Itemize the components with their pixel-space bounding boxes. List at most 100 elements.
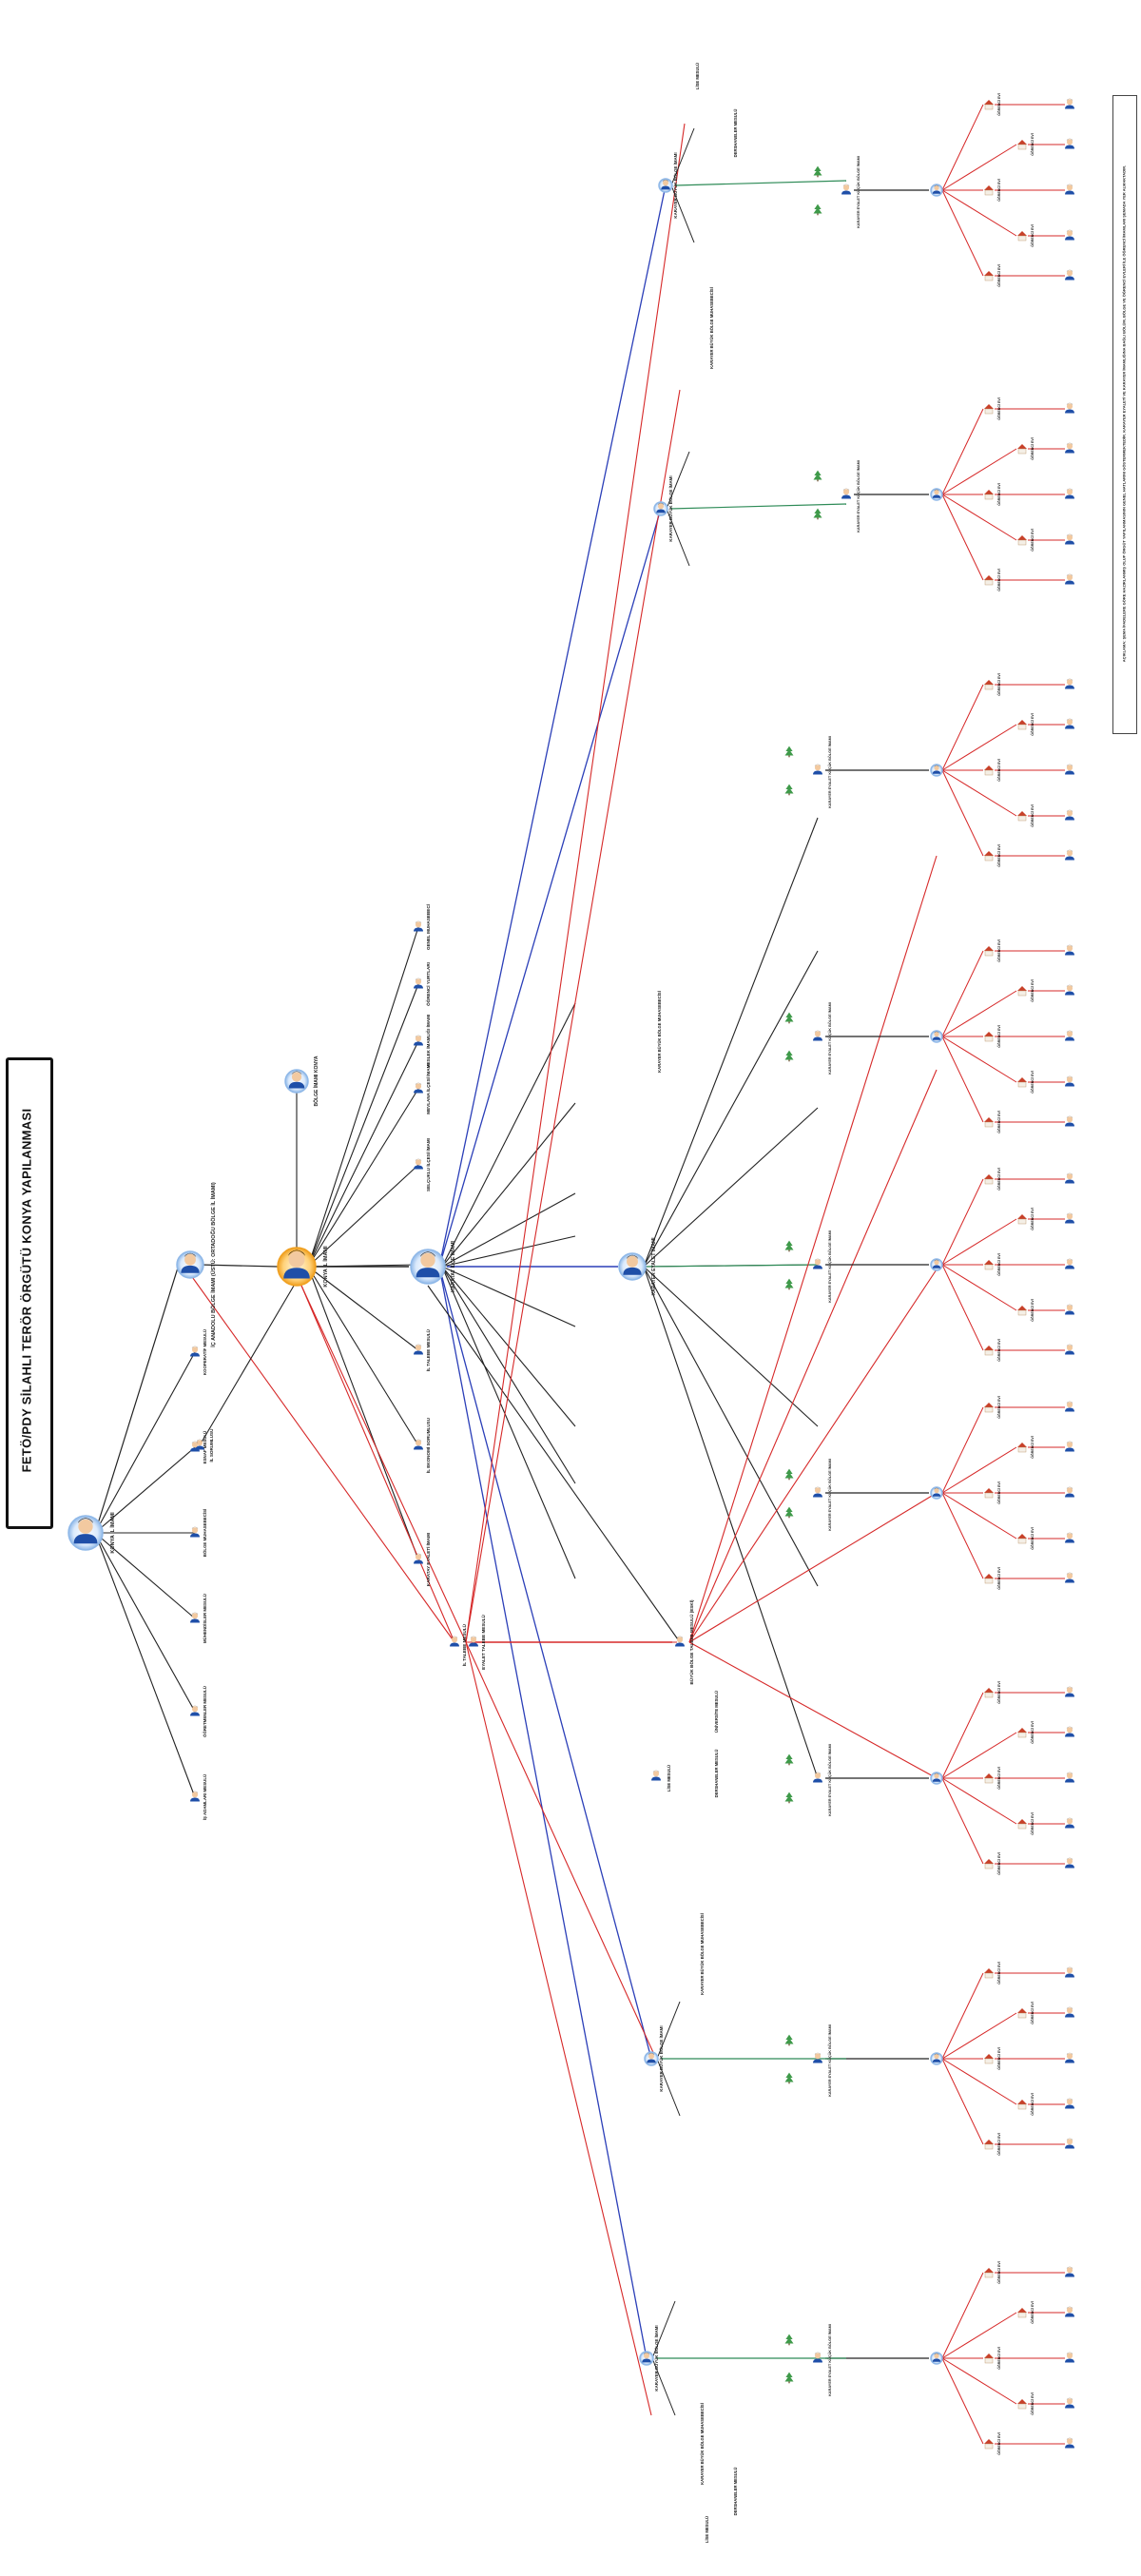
student-house-label: ÖĞRENCİ EVİ	[1030, 437, 1035, 460]
sohbet-tree-icon	[784, 2034, 794, 2046]
branch-imam-icon	[414, 1344, 423, 1355]
buyuk-bolge-red-line	[688, 1069, 938, 1643]
top-branch-label: GENEL MUHASEBECİ	[425, 904, 431, 950]
student-house-icon	[1016, 2099, 1028, 2110]
house-link-line	[941, 1264, 984, 1351]
kucuk-bolge-label: KARAYER EYALET KÜÇÜK BÖLGE İMAMI	[856, 156, 861, 228]
student-house-icon	[983, 2267, 995, 2278]
eyalet-branch-line	[643, 1266, 819, 1779]
student-house-label: ÖĞRENCİ EVİ	[1030, 1208, 1035, 1230]
student-house-icon	[1016, 2007, 1028, 2019]
karayer-eyalet-label: KARAYER EYALET İMAMI	[650, 1237, 657, 1296]
student-house-icon	[983, 489, 995, 500]
left-branch-icon	[190, 1346, 200, 1357]
karayer-bolge-label: KARAYER BÜYÜK BÖLGE İMAMI	[668, 475, 673, 541]
karatay-branch-line	[441, 1266, 576, 1484]
left-branch-line	[94, 1446, 196, 1534]
kucuk-bolge-label: KARAYER EYALET KÜÇÜK BÖLGE İMAMI	[856, 460, 861, 533]
branch-imam-icon	[414, 1082, 423, 1094]
student-house-icon	[983, 184, 995, 196]
student-imam-icon	[1065, 229, 1074, 241]
region-fan-line	[651, 2357, 676, 2416]
student-imam-icon	[1065, 944, 1074, 956]
konya-branch-line	[307, 1164, 419, 1268]
karayer-bolge-icon	[644, 2051, 659, 2066]
student-imam-icon	[1065, 2052, 1074, 2063]
student-house-icon	[1016, 2307, 1028, 2318]
bolge-imami-icon	[284, 1069, 309, 1094]
title-box	[6, 1057, 53, 1529]
lise-mesul-label: LİSE MESULÜ	[705, 2516, 709, 2543]
house-link-line	[941, 189, 1017, 237]
student-imam-icon	[1065, 1075, 1074, 1087]
house-link-line	[941, 1777, 1017, 1825]
buyuk-bolge-red-line	[688, 1492, 938, 1643]
kucuk-bolge-label: KARAYER EYALET KÜÇÜK BÖLGE İMAMI	[827, 1459, 832, 1531]
student-house-label: ÖĞRENCİ EVİ	[1030, 713, 1035, 736]
branch-imam-icon	[414, 920, 423, 932]
student-imam-icon	[1065, 678, 1074, 689]
house-imam-icon	[930, 2052, 943, 2065]
bolge-label: BÖLGE İMAMI KONYA	[313, 1056, 319, 1106]
student-house-icon	[983, 1573, 995, 1584]
student-house-label: ÖĞRENCİ EVİ	[996, 1396, 1001, 1419]
student-house-label: ÖĞRENCİ EVİ	[996, 2133, 1001, 2156]
region-fan-line	[651, 2300, 676, 2359]
sohbet-tree-icon	[784, 1506, 794, 1519]
karatay-to-bolge-line	[438, 184, 667, 1268]
house-link-line	[941, 2058, 1017, 2105]
eyalet-branch-line	[643, 817, 819, 1268]
student-imam-icon	[1065, 2397, 1074, 2409]
student-house-label: ÖĞRENCİ EVİ	[996, 1681, 1001, 1704]
student-house-label: ÖĞRENCİ EVİ	[996, 844, 1001, 867]
student-imam-icon	[1065, 2138, 1074, 2149]
student-house-icon	[983, 945, 995, 957]
branch-imam-icon	[414, 1158, 423, 1170]
student-house-label: ÖĞRENCİ EVİ	[996, 759, 1001, 782]
student-house-label: ÖĞRENCİ EVİ	[996, 1253, 1001, 1276]
house-link-line	[941, 2357, 1017, 2405]
top-branch-label: İL EKONOMİ SORUMLUSU	[425, 1417, 431, 1473]
house-imam-icon	[930, 184, 943, 197]
left-branch-line	[94, 1532, 196, 1713]
bolge-imam-icon	[813, 2352, 822, 2363]
student-imam-icon	[1065, 269, 1074, 281]
ic-anadolu-label: İÇ ANADOLU BÖLGE İMAMI (ÜSTÜ: ORTADOĞU B…	[209, 1182, 217, 1347]
student-imam-icon	[1065, 402, 1074, 414]
sohbet-tree-icon	[784, 784, 794, 796]
student-house-icon	[983, 850, 995, 862]
buyuk-bolge-label: BÜYÜK BÖLGE TALEBE MESULÜ (ESKİ)	[688, 1599, 694, 1684]
bolge-imam-icon	[813, 1258, 822, 1269]
region-green-line	[669, 503, 847, 510]
explanation-note: AÇIKLAMA: ŞEMA İFADELERE GÖRE HAZIRLANMI…	[1121, 165, 1127, 663]
karayer-bolge-icon	[653, 501, 668, 516]
student-imam-icon	[1065, 1212, 1074, 1224]
branch-imam-icon	[414, 1035, 423, 1046]
house-imam-icon	[930, 2352, 943, 2365]
student-imam-icon	[1065, 2437, 1074, 2449]
konya-main-label: KONYA İL İMAMI	[322, 1246, 329, 1288]
student-house-icon	[983, 1116, 995, 1128]
left-branch-line	[94, 1532, 196, 1798]
student-house-label: ÖĞRENCİ EVİ	[1030, 1436, 1035, 1459]
eyalet-green-line	[646, 1264, 819, 1268]
student-imam-icon	[1065, 1817, 1074, 1829]
student-imam-icon	[1065, 138, 1074, 149]
student-imam-icon	[1065, 718, 1074, 729]
connection-lines	[94, 104, 1065, 2445]
kucuk-bolge-label: KARAYER EYALET KÜÇÜK BÖLGE İMAMI	[827, 736, 832, 808]
student-house-icon	[1016, 1076, 1028, 1088]
universite-mesul-label: ÜNİVERSİTE MESULÜ	[714, 1691, 719, 1733]
student-house-label: ÖĞRENCİ EVİ	[1030, 2002, 1035, 2024]
left-branch-label: MÜHENDİSLER MESULÜ	[203, 1594, 207, 1643]
house-link-line	[941, 1732, 1017, 1779]
student-house-label: ÖĞRENCİ EVİ	[1030, 804, 1035, 827]
sohbet-tree-icon	[784, 2334, 794, 2346]
konya-to-sorumlu-line	[199, 1280, 298, 1446]
house-link-line	[941, 2272, 984, 2359]
house-link-line	[941, 950, 984, 1037]
student-house-icon	[1016, 230, 1028, 242]
student-imam-icon	[1065, 809, 1074, 821]
student-house-icon	[983, 1031, 995, 1042]
student-house-label: ÖĞRENCİ EVİ	[1030, 1812, 1035, 1835]
